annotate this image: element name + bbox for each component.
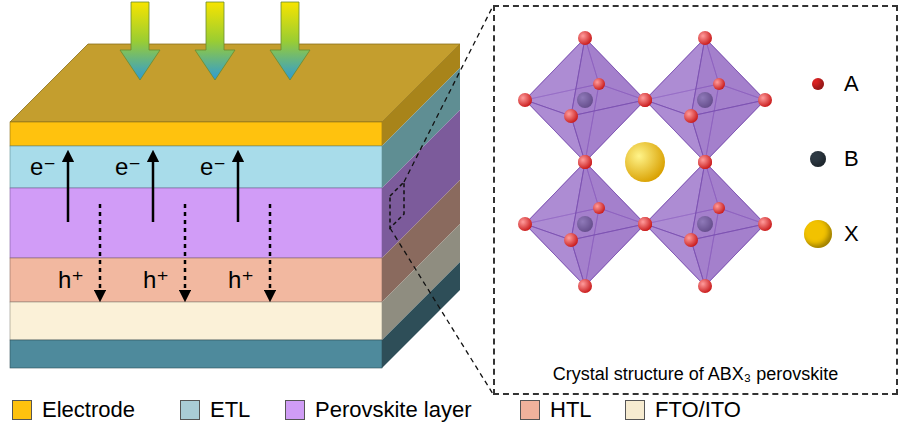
color-swatch [285,400,305,420]
legend-item: A [812,72,859,96]
electron-label: e⁻ [115,155,141,179]
a-atom [578,155,592,169]
electron-arrows [68,156,238,222]
color-swatch [12,400,32,420]
legend-item: B [810,147,859,171]
hole-label: h⁺ [143,268,169,292]
top-face [10,44,460,122]
hole-arrows [100,204,270,296]
color-swatch [520,400,540,420]
a-atom [698,155,712,169]
atom-swatch [812,78,824,90]
atom-swatch [804,220,832,248]
a-atom [713,78,725,90]
a-atom [698,31,712,45]
legend-item: Perovskite layer [285,398,472,422]
hole-label: h⁺ [228,268,254,292]
a-atom [698,155,712,169]
atom-swatch [810,151,826,167]
perovskite-layer [10,188,382,258]
substrate-layer [10,340,382,368]
electrode-layer [10,122,382,146]
a-atom [684,109,698,123]
light-arrows [120,2,310,80]
legend-text: Perovskite layer [315,399,472,421]
a-atom [564,233,578,247]
legend-item: X [804,220,859,248]
a-atom [578,155,592,169]
octahedron-face [571,224,645,286]
legend-text: ETL [210,399,250,421]
a-atom [518,217,532,231]
a-atom [638,93,652,107]
legend-item: HTL [520,398,592,422]
etl-layer [10,146,382,188]
a-atom [698,279,712,293]
legend-item: ETL [180,398,250,422]
legend-text: Electrode [42,399,135,421]
a-atom [758,217,772,231]
legend-text: HTL [550,399,592,421]
octahedron-face [691,100,765,162]
fto-ito-layer [10,302,382,340]
legend-item: FTO/ITO [625,398,741,422]
htl-layer [10,258,382,302]
a-atom [593,202,605,214]
a-atom [518,93,532,107]
a-atom [593,78,605,90]
legend-text: B [844,148,859,170]
electron-label: e⁻ [30,155,56,179]
a-atom [564,109,578,123]
leader-line [404,6,493,182]
legend-text: FTO/ITO [655,399,741,421]
a-atom [638,217,652,231]
zoom-box: Crystal structure of ABX₃ perovskite [493,5,898,395]
a-atom [684,233,698,247]
a-atom [578,31,592,45]
electron-label: e⁻ [200,155,226,179]
color-swatch [625,400,645,420]
a-atom [638,93,652,107]
legend-text: X [844,223,859,245]
crystal-structure [518,31,772,293]
a-atom [638,217,652,231]
octahedron-face [691,224,765,286]
legend-item: Electrode [12,398,135,422]
legend-text: A [844,73,859,95]
zoom-marker [390,182,404,228]
a-atom [578,279,592,293]
a-atom [758,93,772,107]
leader-line [390,228,493,394]
x-atom [625,142,665,182]
caption-text: Crystal structure of ABX₃ perovskite [495,364,896,385]
hole-label: h⁺ [58,268,84,292]
a-atom [713,202,725,214]
color-swatch [180,400,200,420]
